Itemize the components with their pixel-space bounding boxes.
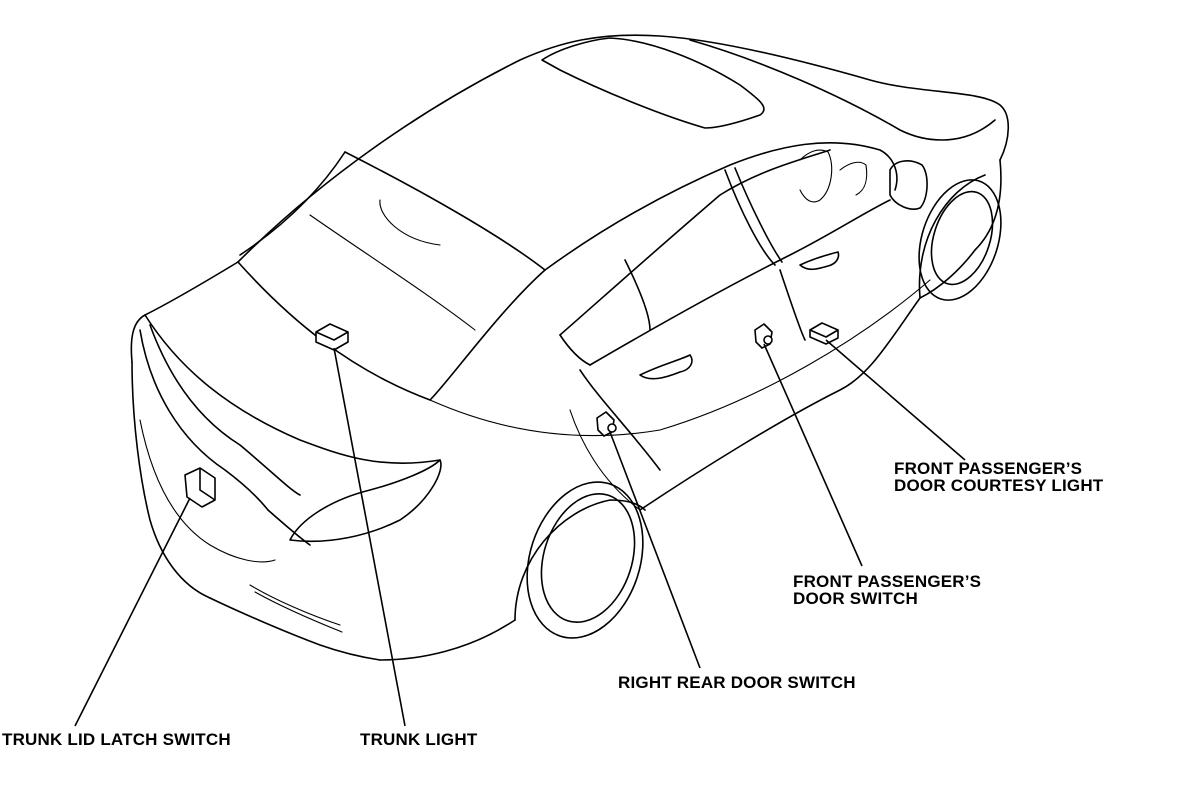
front-passenger-door-switch-label: FRONT PASSENGER’S DOOR SWITCH: [793, 573, 981, 607]
car-body: [130, 34, 1010, 661]
right-rear-door-switch-text: RIGHT REAR DOOR SWITCH: [618, 673, 856, 692]
front-passenger-door-courtesy-light-line1: FRONT PASSENGER’S: [894, 459, 1083, 478]
leader-trunk-light: [333, 347, 406, 727]
front-passenger-door-courtesy-light-label: FRONT PASSENGER’S DOOR COURTESY LIGHT: [894, 460, 1103, 494]
front-passenger-door-switch-line1: FRONT PASSENGER’S: [793, 572, 982, 591]
trunk-light-component: [315, 323, 349, 351]
trunk-lid-latch-switch-label: TRUNK LID LATCH SWITCH: [2, 731, 231, 748]
front-passenger-door-switch-component: [754, 323, 773, 349]
trunk-light-label: TRUNK LIGHT: [360, 731, 477, 748]
front-passenger-door-courtesy-light-component: [809, 322, 839, 345]
front-passenger-door-switch-line2: DOOR SWITCH: [793, 589, 918, 608]
leader-trunk-lid-latch-switch: [74, 497, 191, 727]
trunk-lid-latch-switch-component: [184, 467, 216, 508]
right-rear-door-switch-label: RIGHT REAR DOOR SWITCH: [618, 674, 856, 691]
leader-front-passenger-door-switch: [763, 343, 863, 567]
leader-lines: [74, 339, 966, 727]
front-passenger-door-courtesy-light-line2: DOOR COURTESY LIGHT: [894, 476, 1104, 495]
leader-front-passenger-door-courtesy-light: [825, 339, 966, 461]
trunk-lid-latch-switch-text: TRUNK LID LATCH SWITCH: [2, 730, 231, 749]
right-rear-door-switch-component: [596, 411, 617, 437]
trunk-light-text: TRUNK LIGHT: [360, 730, 478, 749]
leader-right-rear-door-switch: [609, 431, 701, 669]
